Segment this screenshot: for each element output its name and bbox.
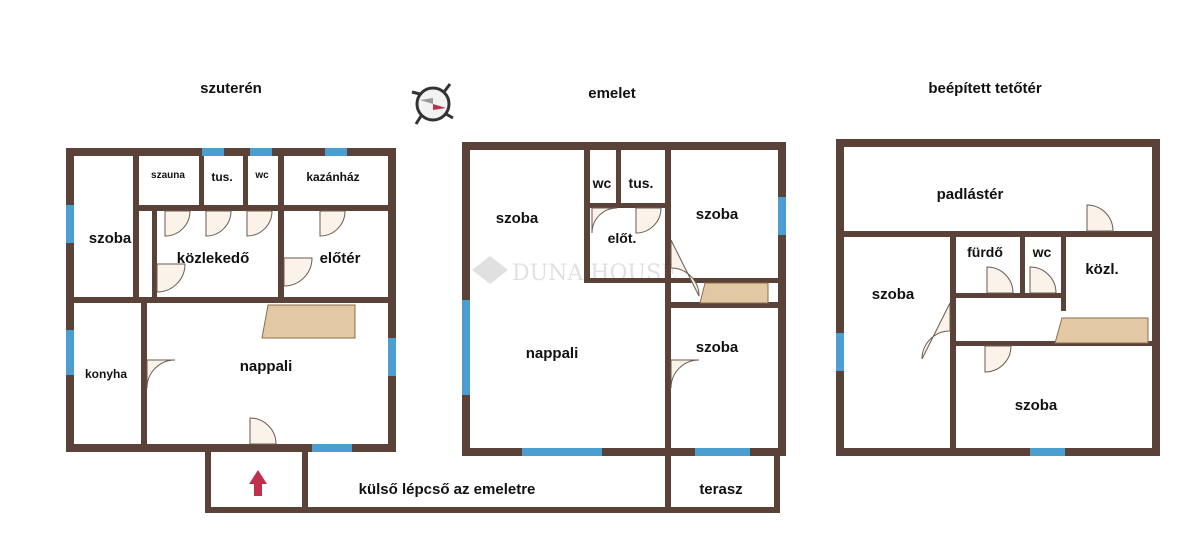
plan-basement: szauna tus. wc kazánház szoba közlekedő …	[66, 148, 396, 452]
room-label: terasz	[699, 481, 742, 498]
room-label: közl.	[1085, 261, 1118, 278]
room-label: előtér	[320, 250, 361, 267]
room-label: tus.	[211, 170, 232, 184]
room-label: fürdő	[967, 244, 1003, 260]
room-label: szoba	[872, 286, 915, 303]
room-label: nappali	[240, 358, 293, 375]
room-label: szauna	[151, 170, 185, 181]
floor-title-upper: emelet	[588, 85, 636, 102]
room-label: wc	[592, 175, 612, 191]
plan-upper: szoba wc tus. szoba előt. nappali szoba	[462, 142, 786, 456]
room-label: szoba	[496, 210, 539, 227]
room-label: tus.	[629, 175, 654, 191]
room-label: szoba	[89, 230, 132, 247]
plan-attic: padlástér fürdő wc közl. szoba szoba	[836, 139, 1160, 456]
room-label: kazánház	[306, 170, 359, 184]
floor-title-attic: beépített tetőtér	[928, 80, 1042, 97]
room-label: padlástér	[937, 186, 1004, 203]
compass-icon	[411, 83, 454, 125]
room-label: szoba	[696, 339, 739, 356]
outside-strip: külső lépcső az emeletre terasz	[205, 452, 780, 513]
arrow-up-icon	[249, 470, 267, 496]
room-label: szoba	[696, 206, 739, 223]
room-label: konyha	[85, 367, 127, 381]
floor-title-basement: szuterén	[200, 80, 262, 97]
room-label: előt.	[608, 230, 637, 246]
room-label: szoba	[1015, 397, 1058, 414]
room-label: nappali	[526, 345, 579, 362]
room-label: wc	[254, 170, 269, 181]
room-label: wc	[1032, 244, 1052, 260]
room-label: külső lépcső az emeletre	[359, 481, 536, 498]
room-label: közlekedő	[177, 250, 250, 267]
